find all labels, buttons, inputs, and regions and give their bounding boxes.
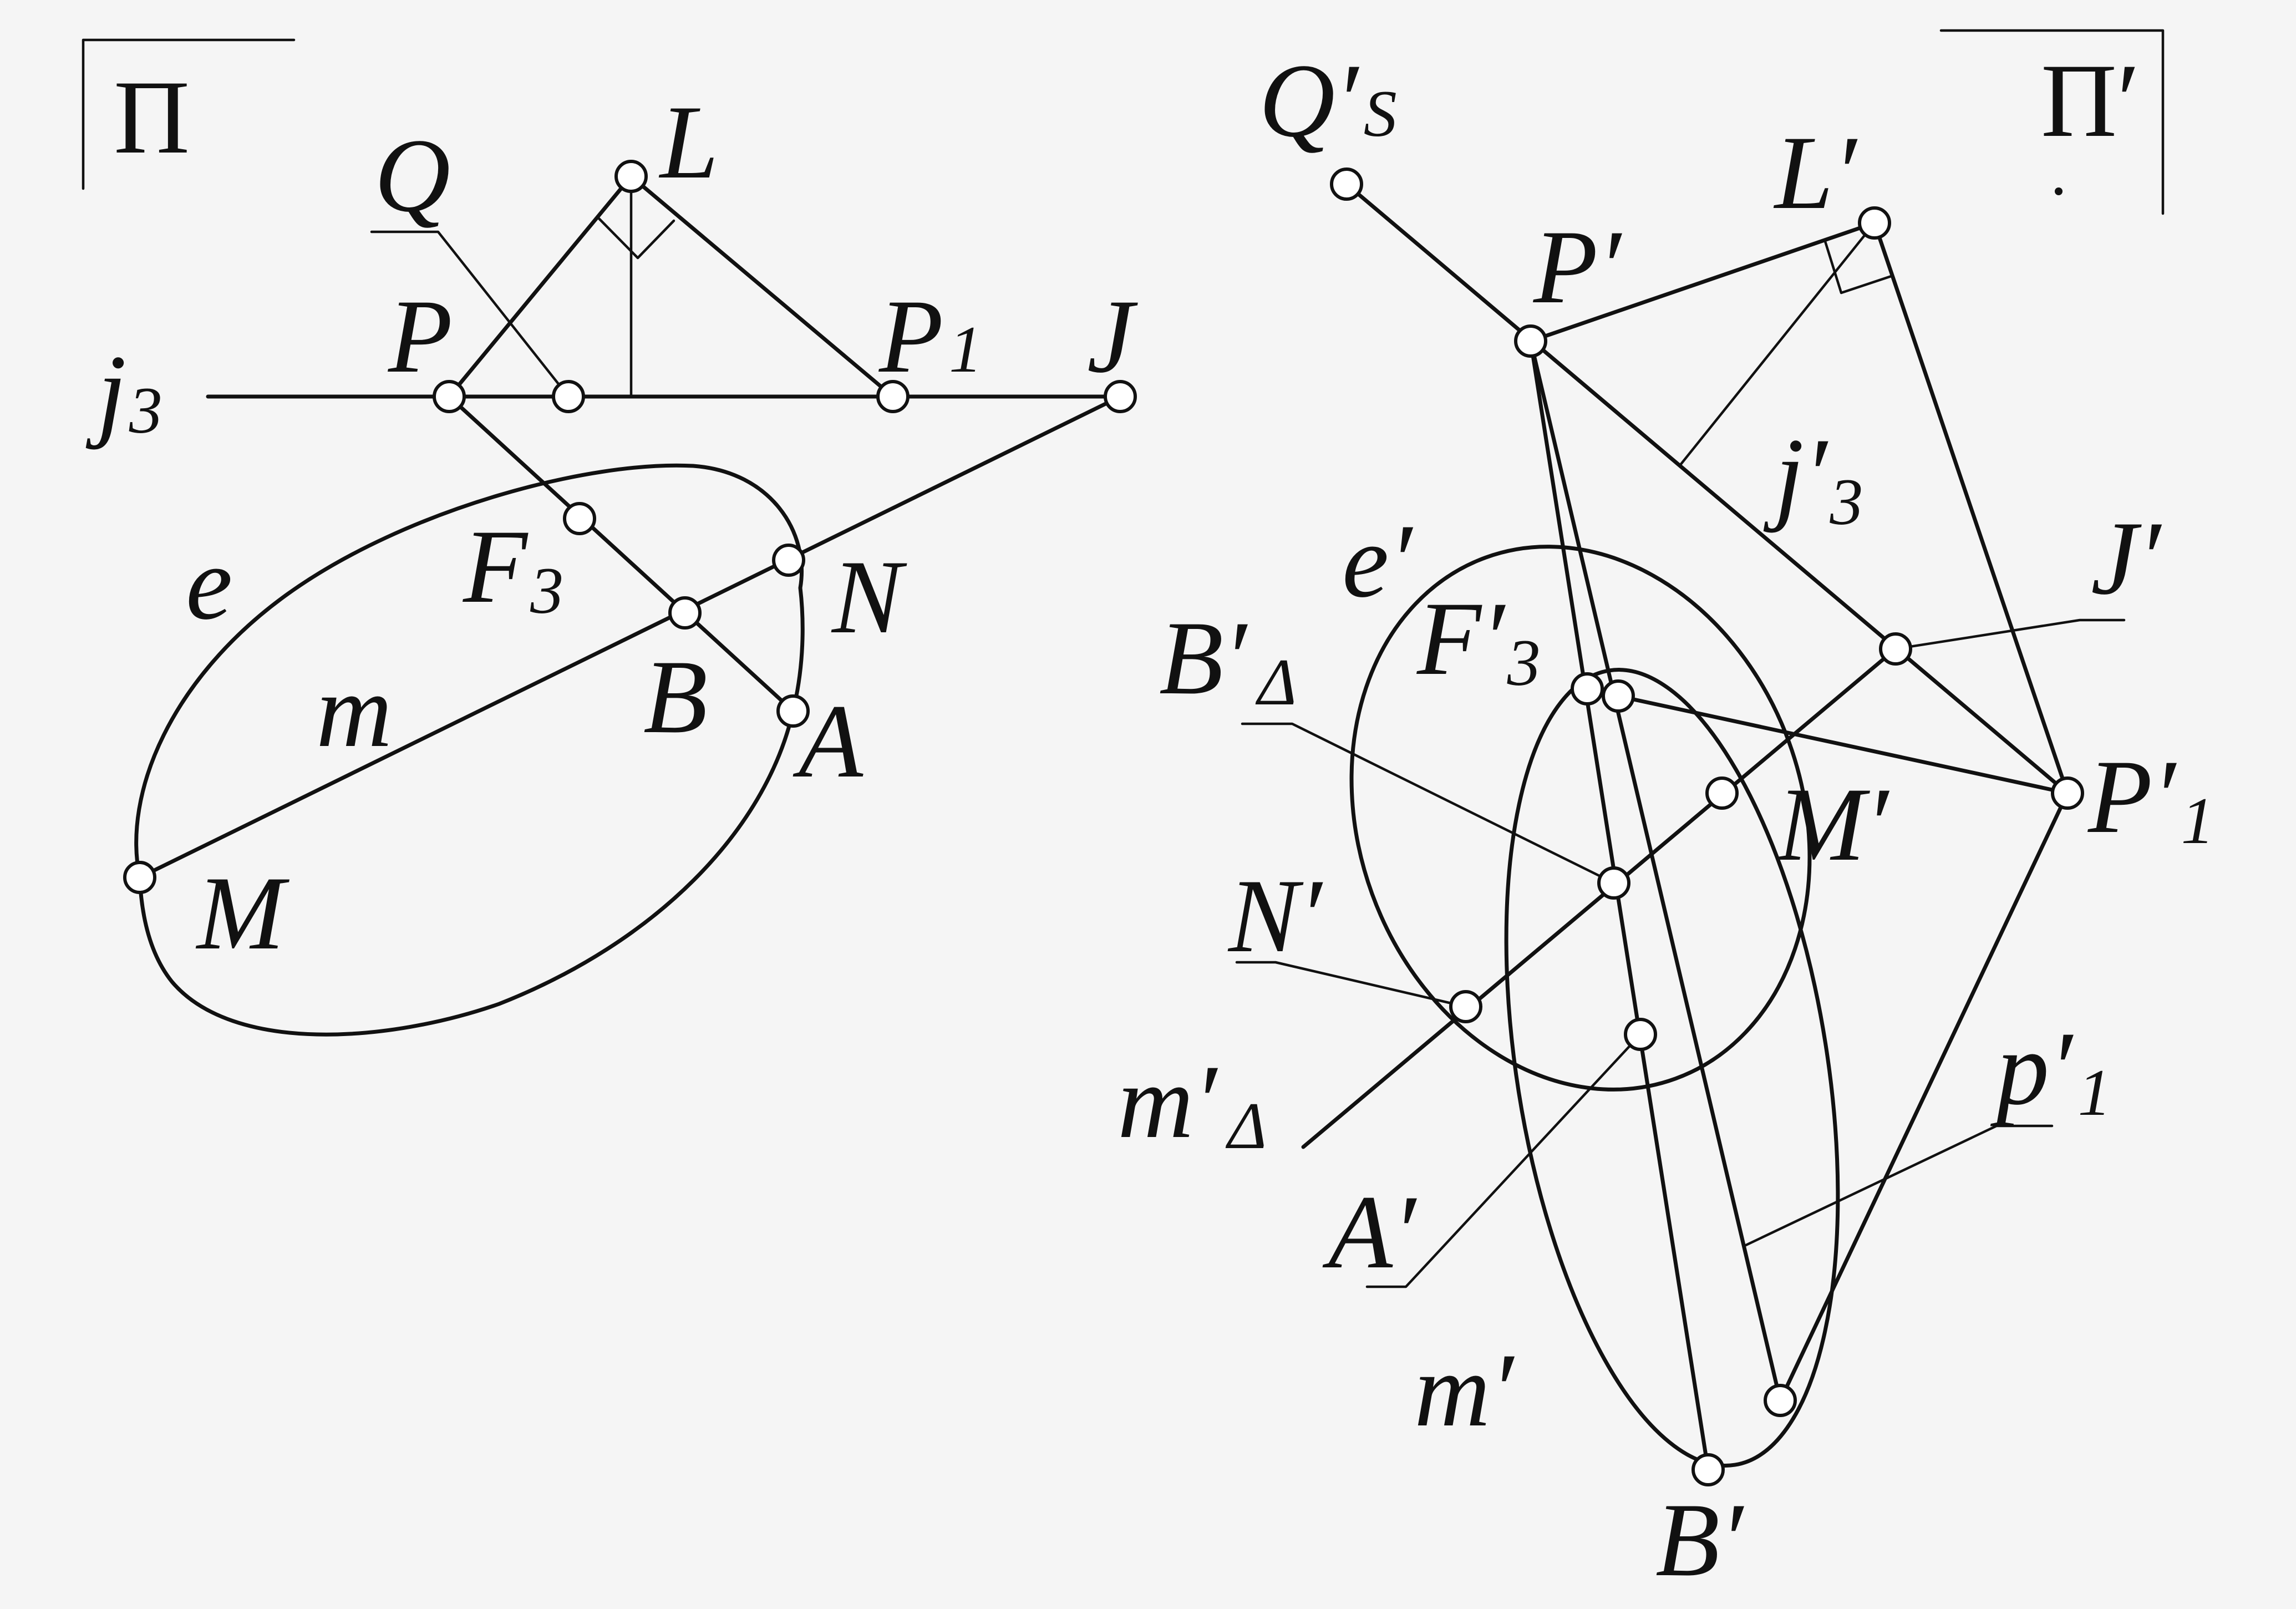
point-J — [1104, 380, 1137, 413]
label-M: M — [195, 855, 289, 972]
label-J-prime: J′ — [2091, 500, 2162, 617]
label-m-delta: m′Δ — [1117, 1044, 1267, 1163]
leader-J-prime — [1894, 618, 2126, 651]
point-Q — [552, 380, 585, 413]
point-L-prime — [1858, 206, 1891, 240]
label-QS-prime: Q′S — [1259, 43, 1397, 159]
line-P-B-prime — [1528, 339, 1710, 1472]
point-P1 — [876, 380, 910, 413]
label-P1: P1 — [878, 278, 982, 395]
point-L — [614, 160, 648, 193]
right-angle-mark-prime — [1823, 238, 1893, 295]
leader-N-prime — [1235, 961, 1467, 1008]
label-P: P — [387, 278, 453, 395]
line-QS-P1 — [1344, 182, 2070, 795]
point-M-prime — [1705, 776, 1739, 810]
label-F3-prime: F′3 — [1416, 581, 1541, 699]
label-A: A — [793, 683, 863, 800]
right-panel: Π′ — [1117, 29, 2214, 1598]
label-m-prime: m′ — [1414, 1332, 1515, 1449]
point-bottom-prime — [1764, 1384, 1797, 1417]
right-frame-label: Π′ — [2041, 43, 2140, 159]
label-L-prime: L′ — [1773, 115, 1858, 231]
frame-dot — [2055, 187, 2063, 195]
label-B-prime: B′ — [1655, 1482, 1744, 1598]
line-P-L-prime — [1528, 221, 1877, 343]
label-P1-prime: P′1 — [2087, 739, 2214, 857]
line-L-P1-prime — [1872, 221, 2070, 795]
point-P-prime — [1514, 324, 1547, 358]
label-j3: j3 — [85, 334, 162, 450]
left-panel: Π Q L P P1 J j3 e — [82, 38, 1138, 1037]
leader-Q — [370, 230, 570, 398]
line-P1-bottom-prime — [1778, 791, 2070, 1403]
point-M — [123, 861, 156, 894]
label-J: J — [1087, 278, 1138, 395]
leader-p1-prime — [1744, 1124, 2054, 1247]
point-B-delta — [1597, 866, 1630, 900]
label-m: m — [316, 653, 392, 769]
point-A-prime — [1624, 1018, 1657, 1051]
point-A — [776, 694, 810, 728]
line-L-P1 — [629, 174, 895, 399]
leader-A-prime — [1365, 1033, 1642, 1288]
right-frame-corner — [1939, 29, 2165, 215]
label-P-prime: P′ — [1532, 209, 1622, 326]
point-N-prime — [1449, 990, 1482, 1023]
label-p1-prime: p′1 — [1990, 1011, 2111, 1129]
label-j3-prime: j′3 — [1763, 417, 1863, 539]
point-B-prime — [1691, 1453, 1725, 1486]
point-B — [668, 596, 702, 630]
line-P-L — [447, 174, 633, 399]
point-F3-prime-b — [1602, 679, 1635, 713]
line-m — [138, 394, 1122, 880]
line-F3-P1-prime — [1616, 694, 2070, 795]
point-J-prime — [1879, 632, 1912, 666]
line-m-delta — [1301, 647, 1898, 1149]
label-F3: F3 — [462, 509, 563, 627]
line-P-A — [447, 394, 795, 713]
point-F3-prime-a — [1571, 672, 1604, 705]
label-e-prime: e′ — [1342, 503, 1413, 620]
line-P-bottom-prime — [1528, 339, 1782, 1403]
label-e: e — [186, 525, 232, 642]
ellipse-e-prime — [1349, 545, 1812, 1092]
point-F3 — [563, 502, 596, 535]
right-angle-mark — [596, 216, 675, 260]
point-QS-prime — [1330, 168, 1363, 201]
leader-B-delta — [1241, 722, 1616, 885]
label-L: L — [658, 84, 719, 201]
label-B-delta: B′Δ — [1159, 600, 1297, 719]
label-N-prime: N′ — [1227, 858, 1323, 974]
point-P1-prime — [2051, 776, 2084, 810]
label-A-prime: A′ — [1322, 1174, 1417, 1291]
left-frame-label: Π — [114, 59, 190, 176]
label-M-prime: M′ — [1776, 767, 1889, 883]
point-N — [772, 544, 805, 577]
left-frame-corner — [82, 38, 296, 190]
point-P — [433, 380, 466, 413]
line-L-perpendicular-prime — [1679, 221, 1876, 466]
label-B: B — [643, 639, 708, 755]
label-N: N — [831, 539, 907, 656]
label-Q: Q — [374, 118, 450, 234]
ellipse-e — [134, 463, 805, 1037]
